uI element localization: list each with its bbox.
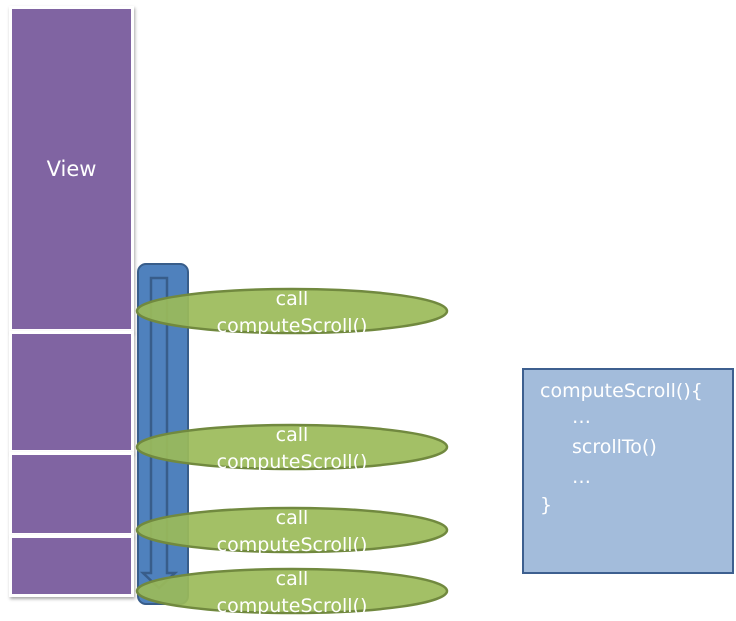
call-method-label: computeScroll() — [217, 315, 368, 337]
call-label: call — [276, 568, 309, 590]
code-line: scrollTo() — [572, 436, 657, 458]
code-line: } — [540, 494, 553, 516]
view-block-segment — [9, 331, 134, 453]
call-ellipse-shape — [135, 287, 449, 335]
code-box: computeScroll(){ … scrollTo() … } — [522, 368, 734, 574]
call-ellipse: call computeScroll() — [135, 567, 449, 617]
view-block-segment — [9, 452, 134, 536]
view-block-segment — [9, 535, 134, 597]
call-ellipse-shape — [135, 567, 449, 615]
call-ellipse: call computeScroll() — [135, 423, 449, 473]
call-ellipse-shape — [135, 506, 449, 554]
call-label: call — [276, 507, 309, 529]
call-label: call — [276, 424, 309, 446]
code-line: … — [572, 466, 591, 488]
call-ellipse: call computeScroll() — [135, 287, 449, 337]
call-ellipse-shape — [135, 423, 449, 471]
call-label: call — [276, 288, 309, 310]
call-method-label: computeScroll() — [217, 534, 368, 556]
view-label: View — [46, 157, 97, 181]
code-line: … — [572, 406, 591, 428]
view-block-main: View — [9, 6, 134, 332]
code-line: computeScroll(){ — [540, 380, 703, 402]
call-ellipse: call computeScroll() — [135, 506, 449, 556]
call-method-label: computeScroll() — [217, 451, 368, 473]
call-method-label: computeScroll() — [217, 595, 368, 617]
